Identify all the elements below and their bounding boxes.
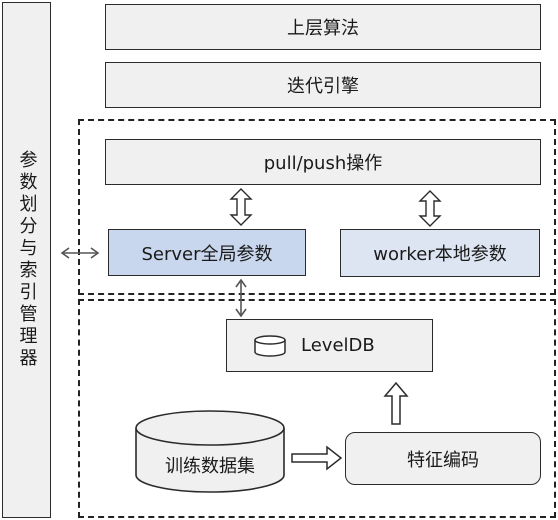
- worker-local-params-label: worker本地参数: [373, 244, 507, 265]
- leveldb-label: LevelDB: [301, 335, 375, 356]
- pull-push-box: pull/push操作: [105, 139, 541, 185]
- training-dataset-label-wrap: 训练数据集: [136, 448, 284, 482]
- iteration-engine-box: 迭代引擎: [105, 62, 541, 108]
- feature-encoding-box: 特征编码: [345, 432, 541, 485]
- push-worker-arrow: [418, 190, 442, 227]
- partition-index-manager-label: 参数划分与索引管理器: [16, 150, 38, 370]
- server-leveldb-arrow: [235, 278, 247, 318]
- training-dataset-cylinder: [135, 410, 285, 493]
- pull-server-arrow: [229, 188, 253, 226]
- iteration-engine-label: 迭代引擎: [287, 76, 359, 97]
- pull-push-label: pull/push操作: [263, 153, 383, 174]
- storage-region: [78, 299, 556, 518]
- feature-encoding-label: 特征编码: [407, 449, 479, 471]
- partition-index-manager: 参数划分与索引管理器: [2, 2, 51, 518]
- encoding-leveldb-arrow: [383, 381, 409, 425]
- server-global-params-label: Server全局参数: [141, 243, 273, 265]
- parameter-server-region: [78, 119, 556, 295]
- leveldb-box: LevelDB: [226, 319, 433, 372]
- worker-local-params-box: worker本地参数: [340, 229, 540, 277]
- training-dataset-label: 训练数据集: [165, 456, 255, 477]
- manager-link-arrow: [60, 247, 100, 259]
- database-icon: [254, 334, 286, 357]
- server-global-params-box: Server全局参数: [108, 229, 306, 276]
- upper-algorithm-box: 上层算法: [105, 4, 541, 50]
- dataset-encoding-arrow: [291, 445, 343, 471]
- upper-algorithm-label: 上层算法: [287, 18, 359, 39]
